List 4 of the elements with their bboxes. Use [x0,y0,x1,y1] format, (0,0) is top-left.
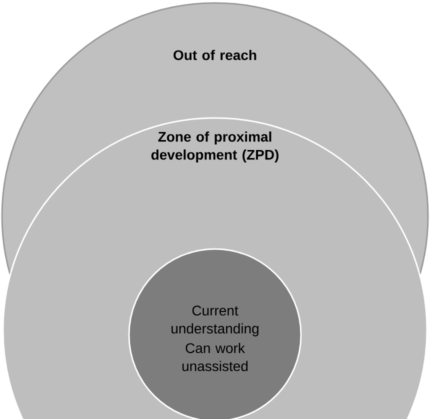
circle-label: Can work unassisted [182,342,248,372]
circle-label: Out of reach [174,50,256,60]
circle-label: Zone of proximal development (ZPD) [151,131,278,162]
circle-label: Current understanding [172,306,258,336]
